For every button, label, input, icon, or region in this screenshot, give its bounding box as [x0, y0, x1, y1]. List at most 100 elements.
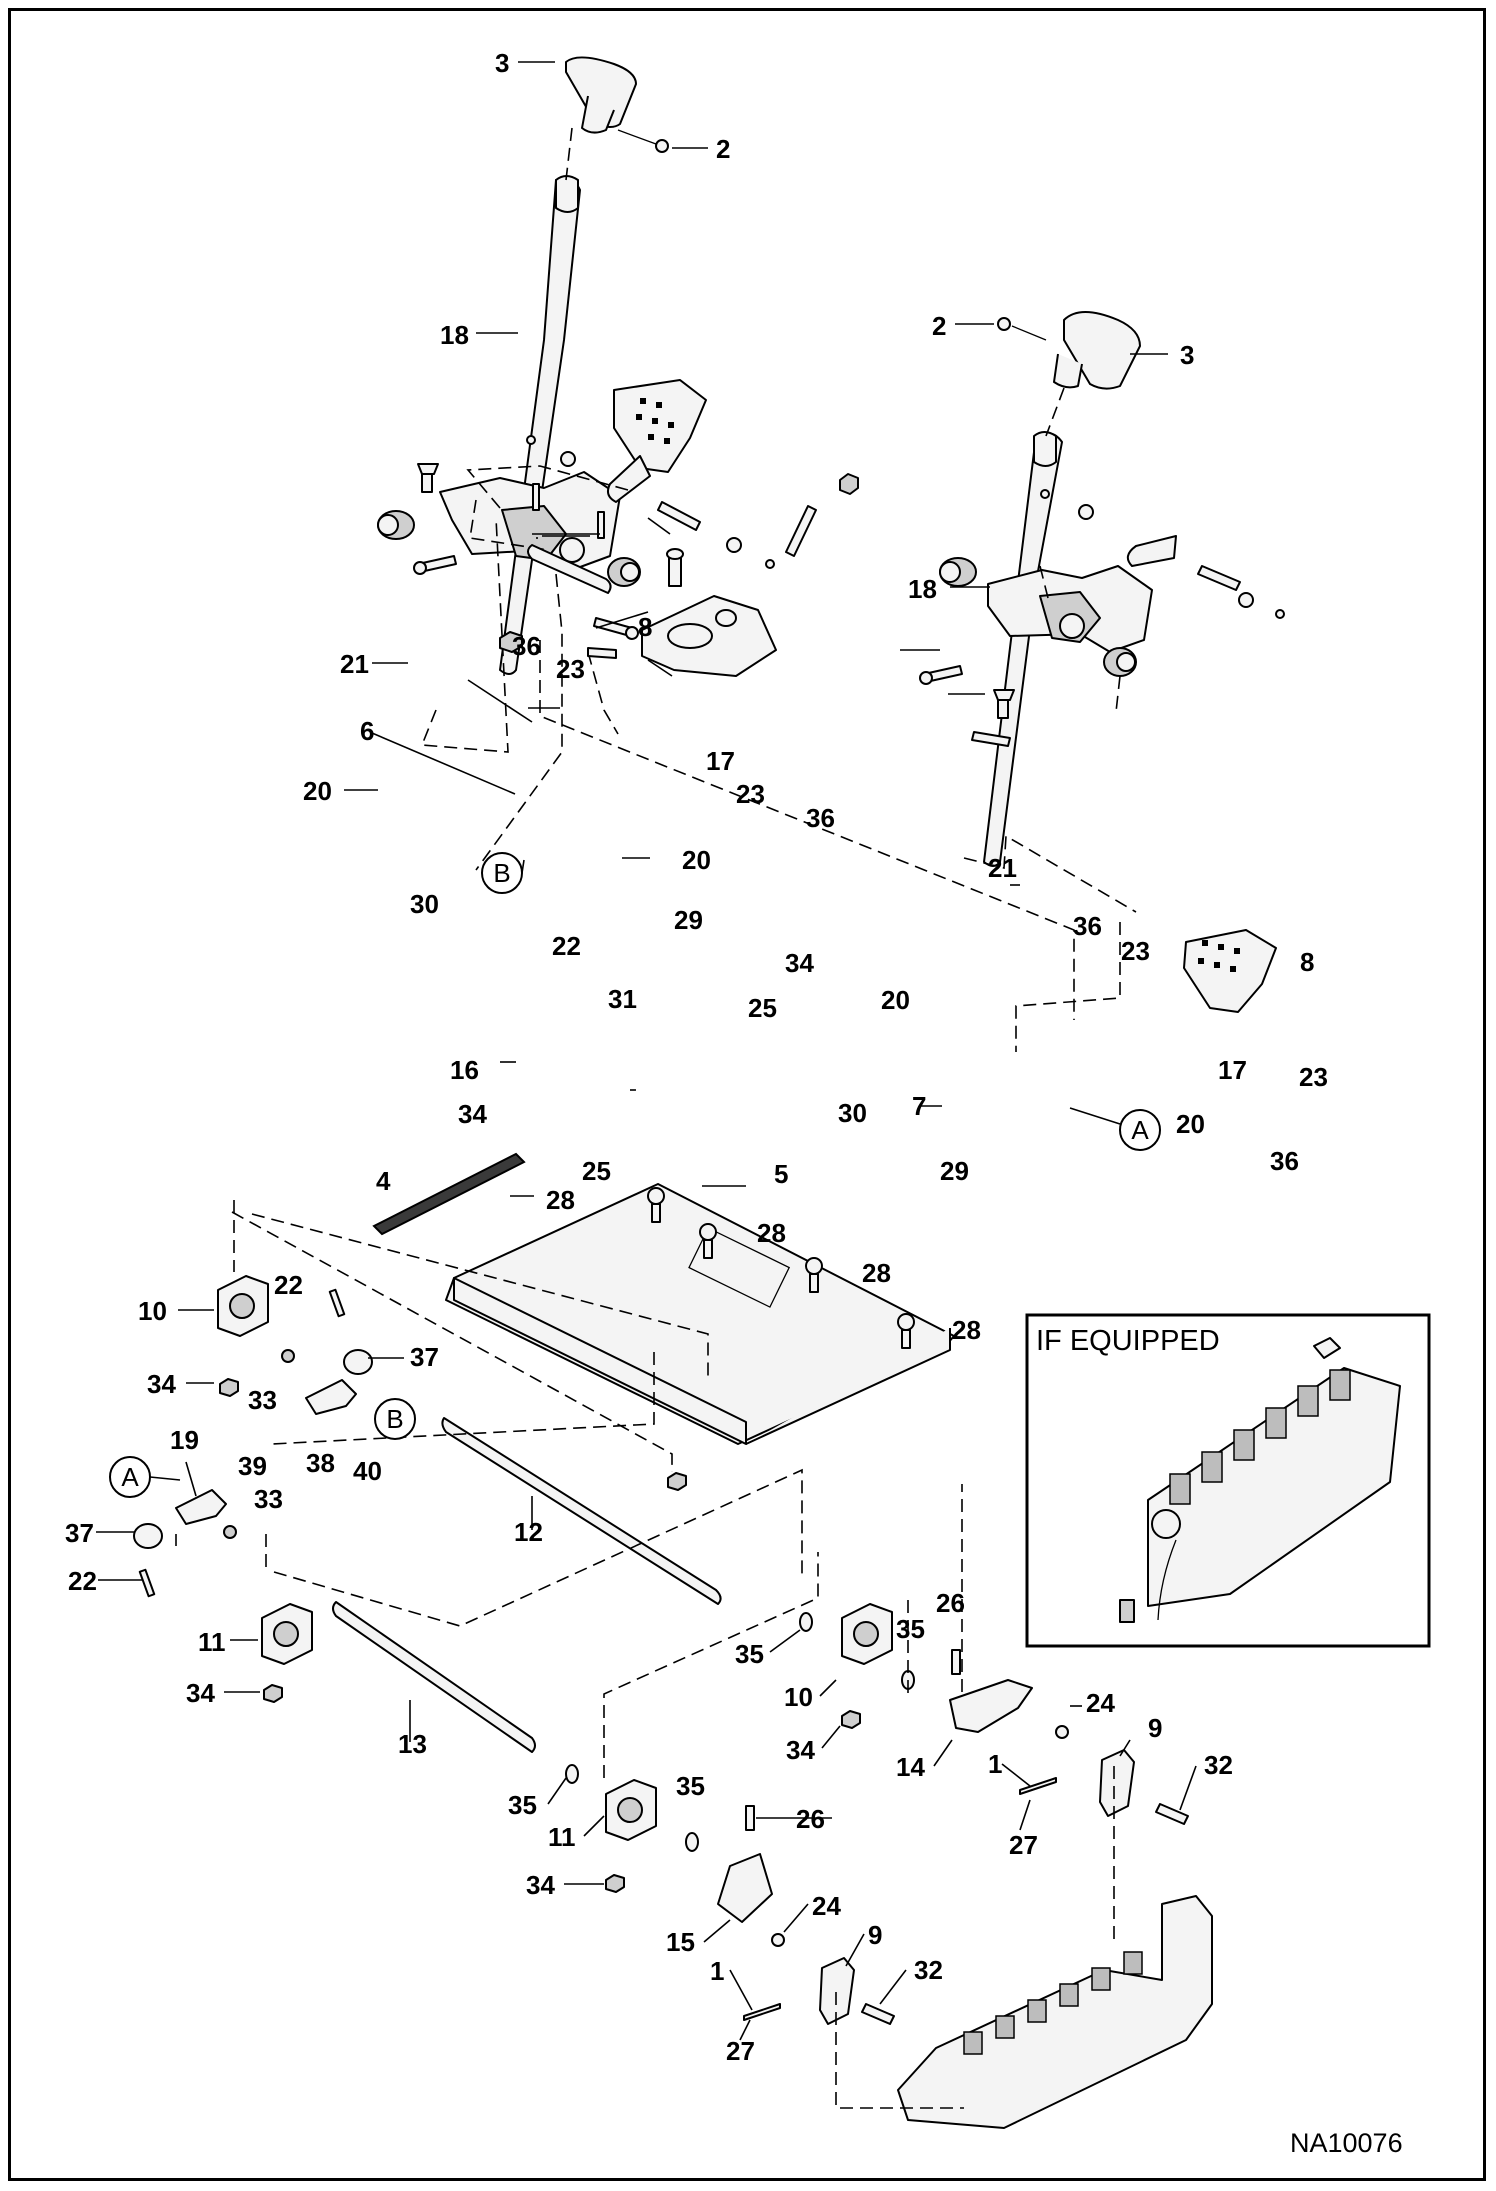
washer	[726, 537, 742, 553]
label-39: 39	[238, 1451, 267, 1481]
washer	[1238, 592, 1254, 608]
label-11: 11	[198, 1627, 226, 1657]
label-36: 36	[1073, 911, 1102, 941]
spring	[587, 647, 617, 659]
label-34: 34	[458, 1099, 487, 1129]
inset-if-equipped	[1025, 1313, 1431, 1648]
spring	[785, 505, 817, 557]
nut	[219, 1378, 239, 1397]
label-20: 20	[1176, 1109, 1205, 1139]
label-37: 37	[65, 1518, 94, 1548]
label-3: 3	[495, 48, 509, 78]
label-22: 22	[68, 1566, 97, 1596]
label-7: 7	[912, 1091, 926, 1121]
label-20: 20	[682, 845, 711, 875]
nut	[263, 1684, 283, 1703]
label-28: 28	[546, 1185, 575, 1215]
label-33: 33	[254, 1484, 283, 1514]
bolt	[861, 2003, 895, 2025]
o-ring	[685, 1832, 699, 1852]
label-9: 9	[868, 1920, 882, 1950]
nut	[839, 473, 859, 495]
label-30: 30	[838, 1098, 867, 1128]
bolt	[745, 1805, 755, 1831]
inset-valve	[1147, 1367, 1401, 1607]
label-18: 18	[440, 320, 469, 350]
handle-collar	[1053, 353, 1083, 389]
label-6: 6	[360, 716, 374, 746]
label-26: 26	[936, 1588, 965, 1618]
label-22: 22	[552, 931, 581, 961]
label-34: 34	[785, 948, 814, 978]
label-29: 29	[940, 1156, 969, 1186]
label-27: 27	[1009, 1830, 1038, 1860]
nut	[667, 1472, 687, 1491]
left-lever-assembly	[344, 56, 1075, 1020]
label-13: 13	[398, 1729, 427, 1759]
label-12: 12	[514, 1517, 543, 1547]
clip	[1275, 609, 1285, 619]
link-lever	[305, 1379, 357, 1415]
label-23: 23	[1299, 1062, 1328, 1092]
roll-pin	[138, 1568, 156, 1598]
label-21: 21	[340, 649, 369, 679]
rubber-strip	[372, 1152, 526, 1236]
pin	[657, 501, 701, 531]
plate-edge	[745, 1328, 951, 1445]
lever-tip	[555, 175, 579, 213]
right-lever-assembly	[900, 311, 1285, 1107]
callout-letter: A	[121, 1462, 139, 1492]
handle-knob	[1063, 311, 1141, 390]
label-15: 15	[666, 1927, 695, 1957]
callout-letter: A	[1131, 1115, 1149, 1145]
roll-pin	[597, 511, 605, 539]
clevis	[819, 1957, 855, 2025]
nut	[605, 1874, 625, 1893]
label-24: 24	[812, 1891, 841, 1921]
label-27: 27	[726, 2036, 755, 2066]
bolt	[951, 1649, 961, 1675]
label-32: 32	[1204, 1750, 1233, 1780]
label-11: 11	[548, 1822, 576, 1852]
bushing-cup	[343, 1349, 373, 1375]
label-8: 8	[1300, 947, 1314, 977]
label-9: 9	[1148, 1713, 1162, 1743]
callout-letter: B	[386, 1404, 403, 1434]
carriage-bolts	[647, 1187, 915, 1349]
label-35: 35	[735, 1639, 764, 1669]
label-20: 20	[881, 985, 910, 1015]
lever-rod	[983, 432, 1063, 867]
cotter-pin	[743, 2003, 781, 2021]
nut	[499, 631, 523, 653]
shaft	[332, 1601, 536, 1753]
roll-pin	[532, 483, 540, 511]
clip	[1040, 489, 1050, 499]
label-32: 32	[914, 1955, 943, 1985]
label-26: 26	[796, 1804, 825, 1834]
screw	[997, 317, 1011, 331]
label-20: 20	[303, 776, 332, 806]
label-17: 17	[1218, 1055, 1247, 1085]
label-8: 8	[638, 612, 652, 642]
label-36: 36	[1270, 1146, 1299, 1176]
bolt	[1155, 1803, 1189, 1825]
bushing-cup	[133, 1523, 163, 1549]
label-10: 10	[138, 1296, 167, 1326]
label-1: 1	[710, 1956, 724, 1986]
label-2: 2	[932, 311, 946, 341]
shaft	[441, 1417, 722, 1605]
bolt	[668, 555, 682, 587]
label-23: 23	[736, 779, 765, 809]
label-14: 14	[896, 1752, 925, 1782]
pedal-arm	[1126, 535, 1177, 567]
label-33: 33	[248, 1385, 277, 1415]
label-28: 28	[757, 1218, 786, 1248]
label-10: 10	[784, 1682, 813, 1712]
label-3: 3	[1180, 340, 1194, 370]
callout-a-right: A	[1119, 1109, 1161, 1151]
lever-rod	[499, 178, 581, 675]
washer	[1078, 504, 1094, 520]
pin	[1197, 565, 1241, 591]
label-35: 35	[508, 1790, 537, 1820]
